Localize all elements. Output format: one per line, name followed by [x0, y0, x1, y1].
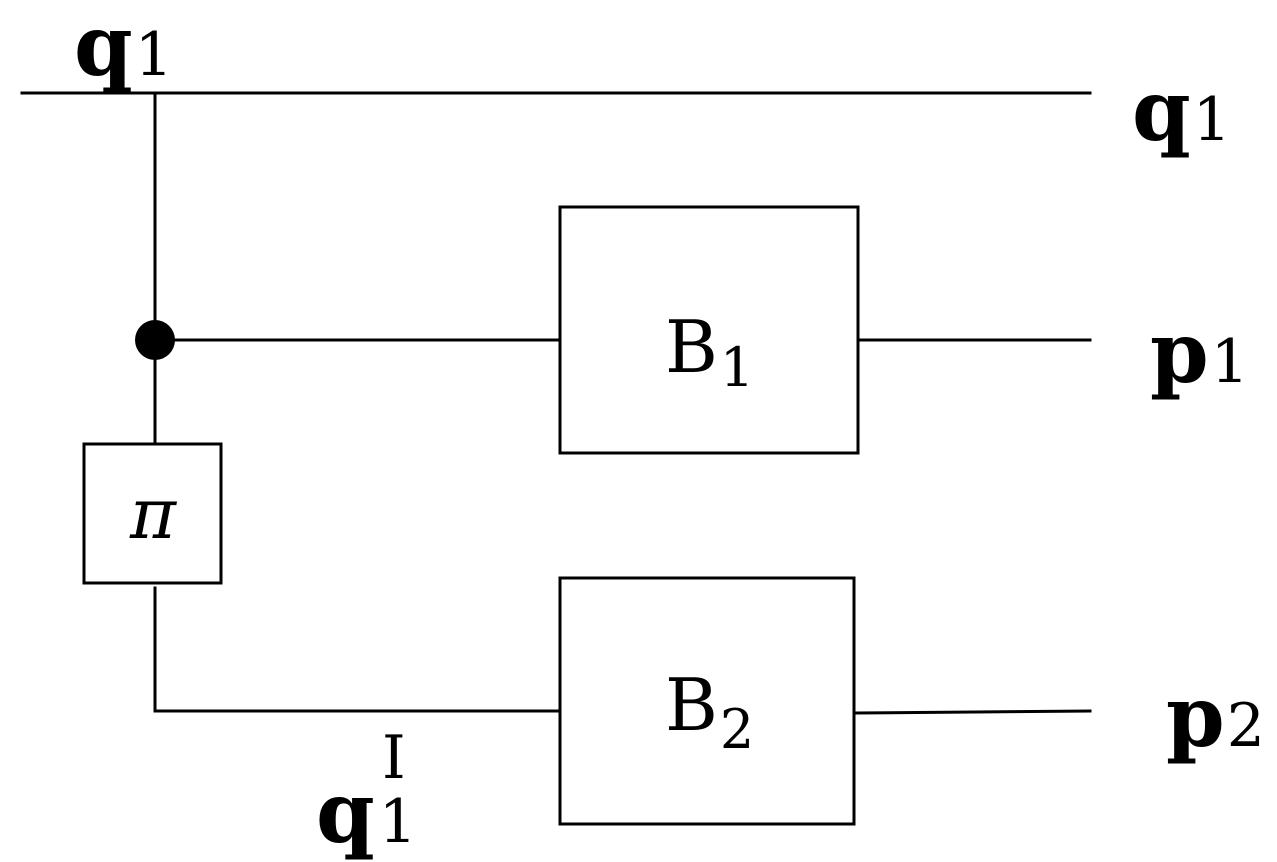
b2-block [558, 576, 856, 826]
q1-prime-superscript: I [382, 723, 406, 793]
q1-output-label: q1 [1132, 61, 1231, 160]
q1-prime-label: q1 [316, 763, 417, 862]
b1-subscript: 1 [720, 336, 754, 399]
b1-block [558, 205, 860, 455]
pi-label: π [129, 473, 178, 555]
pi-block [82, 442, 223, 585]
b2-output-wire [855, 709, 1092, 715]
p2-output-label: p2 [1166, 667, 1265, 766]
q1-input-label: q1 [74, 0, 173, 95]
p1-output-label: p1 [1150, 303, 1249, 402]
q1-prime-wire [153, 586, 559, 713]
b1-label: B1 [665, 305, 754, 399]
b2-label: B2 [665, 663, 754, 761]
b2-subscript: 2 [720, 698, 754, 761]
